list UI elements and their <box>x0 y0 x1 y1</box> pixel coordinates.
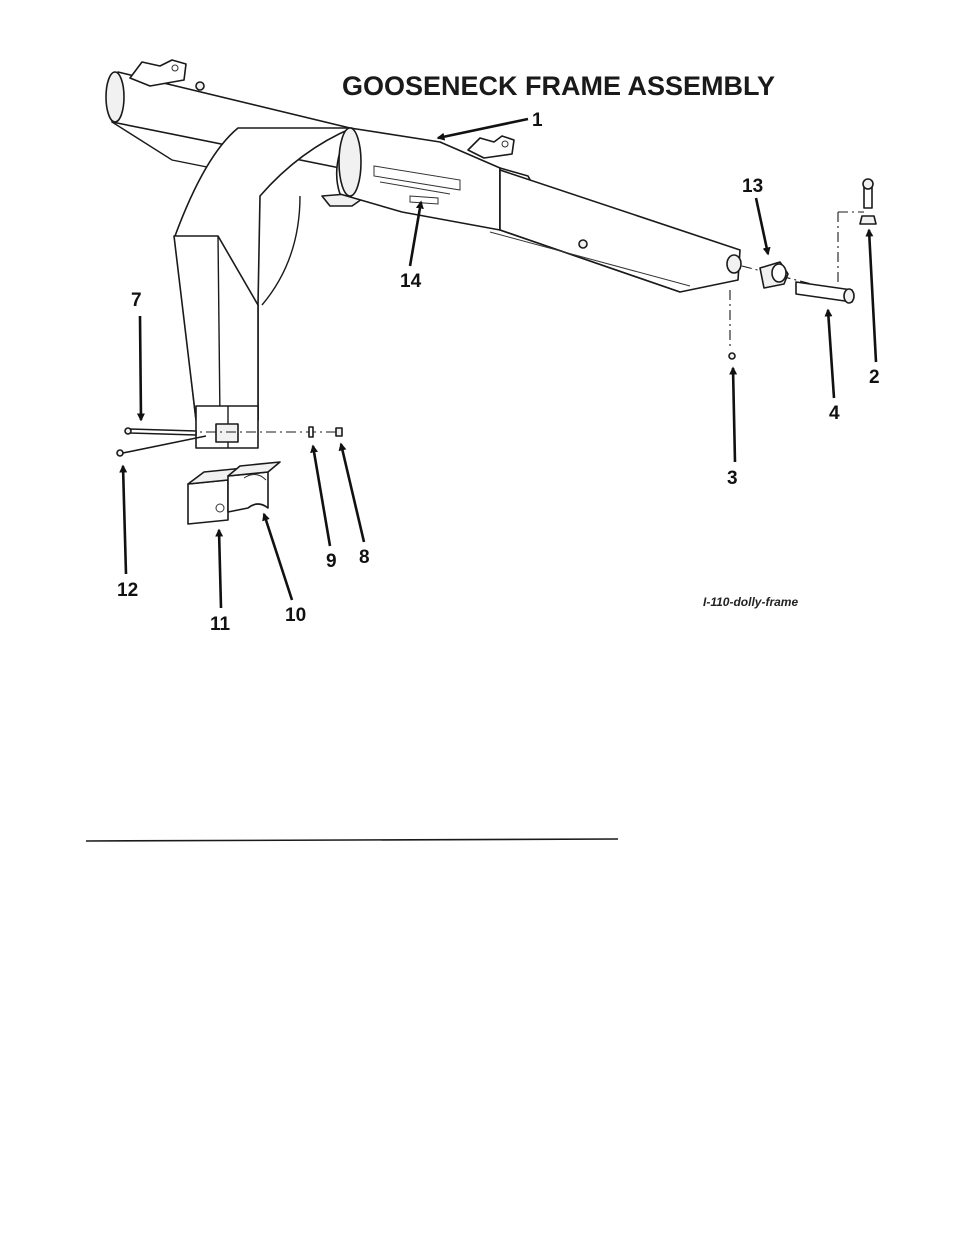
callout-label-1: 1 <box>532 110 543 131</box>
callout-label-7: 7 <box>131 290 142 311</box>
leg-bolt-head <box>125 428 131 434</box>
callout-label-3: 3 <box>727 468 738 489</box>
callout-label-4: 4 <box>829 403 840 424</box>
callout-12: 12 <box>117 466 138 601</box>
tongue-bolt-hole <box>579 240 587 248</box>
rear-mount-tabs <box>130 60 186 86</box>
callout-label-13: 13 <box>742 176 763 197</box>
horizontal-rule <box>86 839 618 841</box>
callout-leader-13 <box>756 198 768 254</box>
gooseneck-inner-curve <box>262 196 300 305</box>
callout-leader-12 <box>123 466 126 574</box>
callout-label-2: 2 <box>869 367 880 388</box>
callout-leader-11 <box>219 530 221 608</box>
callout-11: 11 <box>210 530 231 635</box>
callout-14: 14 <box>400 202 422 292</box>
callout-leader-8 <box>341 444 364 542</box>
tongue-arm <box>500 170 740 292</box>
callout-1: 1 <box>438 110 543 138</box>
lock-pin-end <box>117 450 123 456</box>
leg-bolt <box>130 429 196 435</box>
callout-label-12: 12 <box>117 580 138 601</box>
front-mount-tabs <box>468 136 514 158</box>
callout-label-11: 11 <box>210 614 231 635</box>
lock-pin <box>118 436 206 454</box>
callout-leader-1 <box>438 119 528 138</box>
clamp-block-a <box>188 480 228 524</box>
keeper-bolt-head <box>863 179 873 189</box>
bushing-bore <box>772 264 786 282</box>
callout-leader-10 <box>264 514 292 600</box>
rear-tube-end <box>106 72 124 122</box>
gooseneck-frame <box>106 60 741 448</box>
hitch-pin-end <box>844 289 854 303</box>
hitch-pin <box>796 282 852 302</box>
clamp-block-b <box>228 472 268 512</box>
callout-4: 4 <box>828 310 840 424</box>
leg-socket-hole <box>216 424 238 442</box>
callout-leader-2 <box>869 230 876 362</box>
grease-fitting <box>729 353 735 359</box>
keeper-nut <box>860 216 876 224</box>
drawing-reference: I-110-dolly-frame <box>703 595 798 609</box>
callout-8: 8 <box>341 444 370 568</box>
callout-2: 2 <box>869 230 880 388</box>
callout-label-14: 14 <box>400 271 422 292</box>
rear-tube-stud <box>196 82 204 90</box>
callout-10: 10 <box>264 514 306 626</box>
callout-leader-9 <box>313 446 330 546</box>
nut <box>336 428 342 436</box>
callout-7: 7 <box>131 290 142 420</box>
callout-leader-7 <box>140 316 141 420</box>
callout-label-10: 10 <box>285 605 306 626</box>
callout-9: 9 <box>313 446 337 572</box>
washer <box>309 427 313 437</box>
callout-label-9: 9 <box>326 551 337 572</box>
callout-leader-4 <box>828 310 834 398</box>
callout-leader-3 <box>733 368 735 462</box>
callout-3: 3 <box>727 368 738 489</box>
callout-13: 13 <box>742 176 768 254</box>
callout-label-8: 8 <box>359 547 370 568</box>
main-tube-band <box>339 128 361 196</box>
tongue-eye <box>727 255 741 273</box>
clamp-block-b-top <box>228 462 280 476</box>
hitch-hardware <box>729 179 876 359</box>
diagram-title: GOOSENECK FRAME ASSEMBLY <box>342 71 775 101</box>
